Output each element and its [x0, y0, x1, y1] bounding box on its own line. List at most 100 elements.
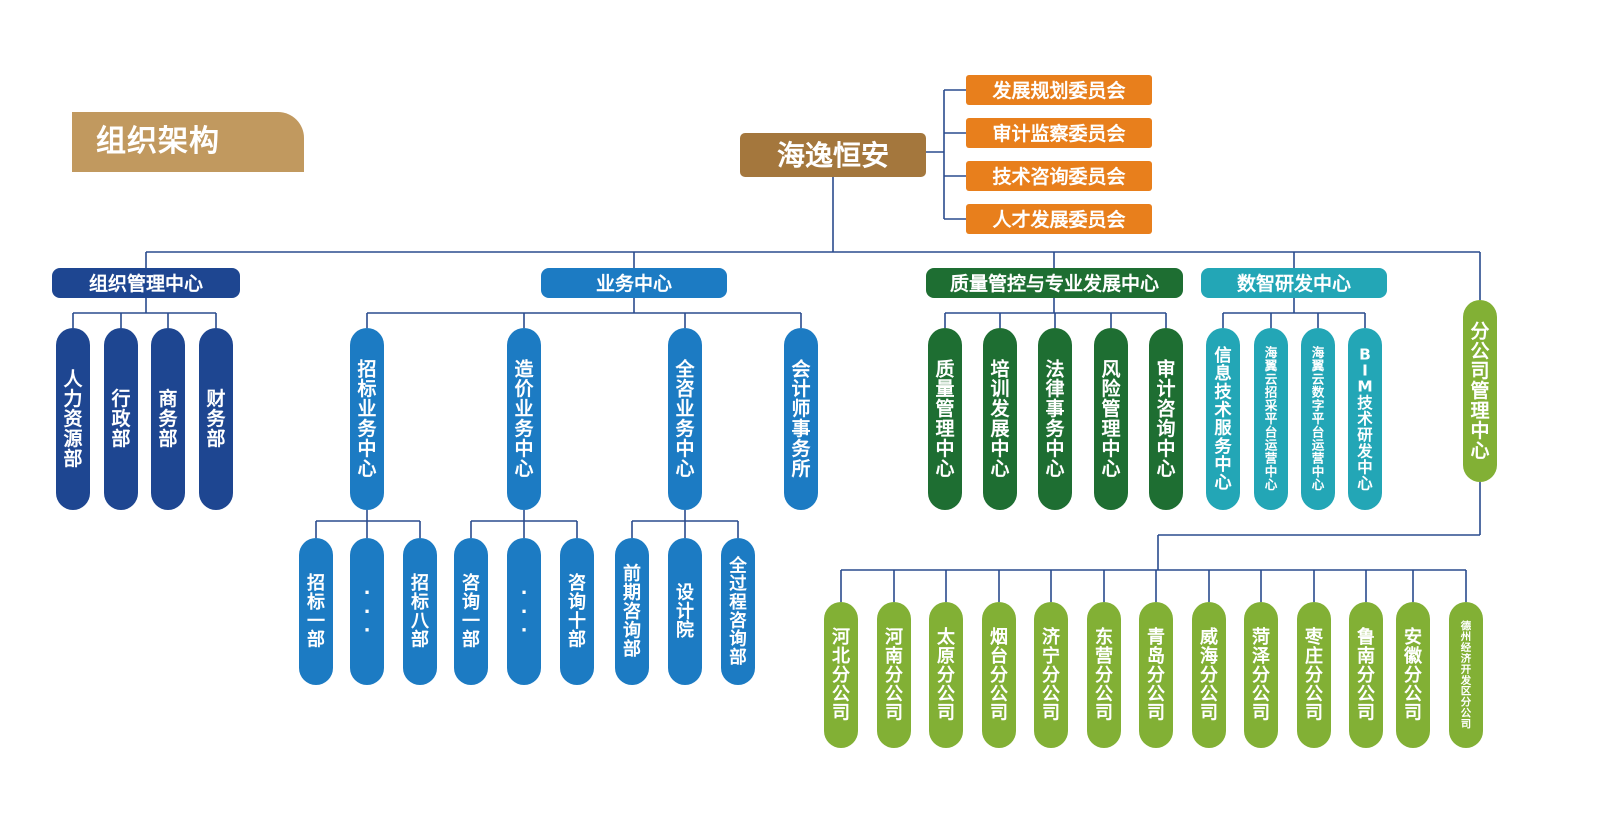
quality-unit-3-label: 法律事务中心 [1044, 357, 1065, 480]
quality-unit-1: 质量管理中心 [928, 328, 962, 510]
branch-4: 烟台分公司 [982, 602, 1016, 748]
branch-13: 德州经济开发区分公司 [1449, 602, 1483, 748]
business-unit-2-label: 造价业务中心 [514, 357, 534, 480]
branch-1: 河北分公司 [824, 602, 858, 748]
business-unit-3: 全咨业务中心 [668, 328, 702, 510]
center-branch-label: 分公司管理中心 [1470, 320, 1489, 462]
center-digital-label: 数智研发中心 [1237, 272, 1351, 295]
business-unit-1: 招标业务中心 [350, 328, 384, 510]
center-business-label: 业务中心 [596, 272, 672, 295]
business-unit-2-sub-3: 咨询十部 [560, 538, 594, 685]
business-unit-1-sub-2: ··· [350, 538, 384, 685]
branch-10: 枣庄分公司 [1297, 602, 1331, 748]
quality-unit-1-label: 质量管理中心 [935, 358, 954, 480]
org-dept-3-label: 商务部 [158, 387, 178, 450]
branch-11-label: 鲁南分公司 [1357, 626, 1375, 724]
digital-unit-3: 海翼云数字平台运营中心 [1301, 328, 1335, 510]
center-digital: 数智研发中心 [1201, 268, 1387, 298]
quality-unit-4-label: 风险管理中心 [1101, 358, 1121, 480]
org-dept-1: 人力资源部 [56, 328, 90, 510]
business-unit-3-label: 全咨业务中心 [674, 357, 695, 480]
quality-unit-3: 法律事务中心 [1038, 328, 1072, 510]
committee-4: 人才发展委员会 [966, 204, 1152, 234]
branch-3-label: 太原分公司 [937, 626, 956, 724]
branch-4-label: 烟台分公司 [990, 626, 1008, 724]
branch-8: 威海分公司 [1192, 602, 1226, 748]
branch-7: 青岛分公司 [1139, 602, 1173, 748]
committee-2: 审计监察委员会 [966, 118, 1152, 148]
org-dept-4-label: 财务部 [206, 387, 226, 450]
org-dept-2: 行政部 [104, 328, 138, 510]
quality-unit-5: 审计咨询中心 [1149, 328, 1183, 510]
center-quality: 质量管控与专业发展中心 [926, 268, 1183, 298]
branch-1-label: 河北分公司 [832, 627, 850, 724]
business-unit-3-sub-1: 前期咨询部 [615, 538, 649, 685]
business-unit-1-sub-3-label: 招标八部 [410, 572, 430, 651]
org-dept-2-label: 行政部 [110, 387, 131, 450]
branch-6: 东营分公司 [1087, 602, 1121, 748]
branch-2: 河南分公司 [877, 602, 911, 748]
branch-2-label: 河南分公司 [885, 627, 903, 724]
org-dept-3: 商务部 [151, 328, 185, 510]
root-node-label: 海逸恒安 [777, 139, 889, 172]
branch-6-label: 东营分公司 [1095, 626, 1113, 724]
quality-unit-2-label: 培训发展中心 [989, 357, 1010, 480]
center-org-label: 组织管理中心 [89, 272, 203, 295]
business-unit-2-sub-2: ··· [507, 538, 541, 685]
center-branch: 分公司管理中心 [1463, 300, 1497, 482]
committee-1-label: 发展规划委员会 [991, 79, 1125, 102]
branch-12: 安徽分公司 [1396, 602, 1430, 748]
center-org: 组织管理中心 [52, 268, 240, 298]
org-dept-4: 财务部 [199, 328, 233, 510]
branch-12-label: 安徽分公司 [1403, 626, 1423, 724]
org-dept-1-label: 人力资源部 [63, 368, 83, 470]
business-unit-1-label: 招标业务中心 [357, 357, 377, 480]
business-unit-3-sub-1-label: 前期咨询部 [623, 563, 641, 661]
business-unit-4: 会计师事务所 [784, 328, 818, 510]
business-unit-3-sub-2: 设计院 [668, 538, 702, 685]
digital-unit-3-label: 海翼云数字平台运营中心 [1311, 345, 1325, 492]
branch-10-label: 枣庄分公司 [1304, 626, 1324, 724]
branch-5-label: 济宁分公司 [1042, 626, 1061, 724]
business-unit-3-sub-2-label: 设计院 [676, 582, 694, 641]
business-unit-1-sub-1-label: 招标一部 [306, 572, 325, 651]
branch-9: 菏泽分公司 [1244, 602, 1278, 748]
branch-5: 济宁分公司 [1034, 602, 1068, 748]
business-unit-1-sub-1: 招标一部 [299, 538, 333, 685]
digital-unit-1: 信息技术服务中心 [1206, 328, 1240, 510]
center-quality-label: 质量管控与专业发展中心 [950, 272, 1159, 295]
center-business: 业务中心 [541, 268, 727, 298]
committee-4-label: 人才发展委员会 [992, 208, 1125, 231]
digital-unit-2-label: 海翼云招采平台运营中心 [1264, 345, 1278, 492]
business-unit-1-sub-3: 招标八部 [403, 538, 437, 685]
branch-7-label: 青岛分公司 [1147, 627, 1165, 724]
digital-unit-1-label: 信息技术服务中心 [1213, 345, 1232, 493]
committee-3: 技术咨询委员会 [966, 161, 1152, 191]
digital-unit-2: 海翼云招采平台运营中心 [1254, 328, 1288, 510]
business-unit-4-label: 会计师事务所 [791, 357, 811, 480]
quality-unit-2: 培训发展中心 [983, 328, 1017, 510]
committee-2-label: 审计监察委员会 [992, 122, 1125, 145]
quality-unit-5-label: 审计咨询中心 [1156, 357, 1175, 480]
branch-3: 太原分公司 [929, 602, 963, 748]
branch-13-label: 德州经济开发区分公司 [1460, 619, 1472, 730]
branch-9-label: 菏泽分公司 [1252, 626, 1270, 724]
business-unit-2-sub-1-label: 咨询一部 [462, 572, 480, 651]
business-unit-2: 造价业务中心 [507, 328, 541, 510]
business-unit-3-sub-3: 全过程咨询部 [721, 538, 755, 685]
branch-8-label: 威海分公司 [1200, 626, 1218, 724]
business-unit-1-sub-2-label: ··· [364, 582, 371, 641]
committee-3-label: 技术咨询委员会 [992, 165, 1125, 188]
business-unit-2-sub-1: 咨询一部 [454, 538, 488, 685]
page-title: 组织架构 [72, 112, 304, 172]
business-unit-2-sub-2-label: ··· [521, 582, 528, 641]
committee-1: 发展规划委员会 [966, 75, 1152, 105]
business-unit-2-sub-3-label: 咨询十部 [568, 572, 586, 651]
business-unit-3-sub-3-label: 全过程咨询部 [728, 555, 747, 668]
root-node: 海逸恒安 [740, 133, 926, 177]
quality-unit-4: 风险管理中心 [1094, 328, 1128, 510]
branch-11: 鲁南分公司 [1349, 602, 1383, 748]
